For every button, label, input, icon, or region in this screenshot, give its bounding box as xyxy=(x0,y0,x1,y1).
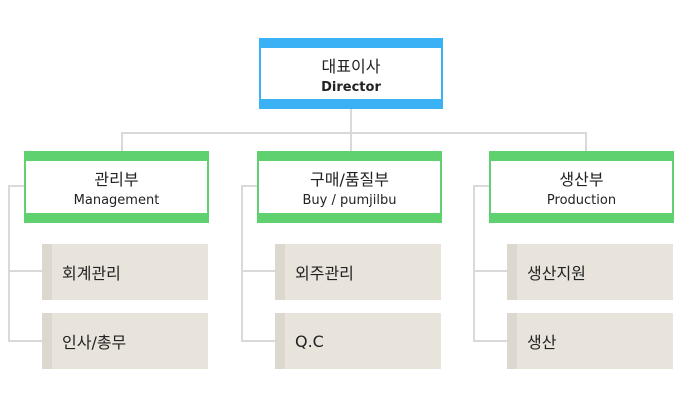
connector-dept-3-side xyxy=(473,185,490,187)
director-title-ko: 대표이사 xyxy=(321,56,381,76)
team-box-production-support: 생산지원 xyxy=(507,244,673,300)
team-box-hr-general-affairs: 인사/총무 xyxy=(42,313,208,369)
dept-box-management: 관리부 Management xyxy=(24,151,209,223)
director-box: 대표이사 Director xyxy=(259,38,443,109)
team-label: 외주관리 xyxy=(295,264,354,283)
connector-horizontal-bar xyxy=(121,132,587,134)
team-label: 인사/총무 xyxy=(62,333,127,352)
connector-team-1-2 xyxy=(8,340,42,342)
team-box-outsourcing: 외주관리 xyxy=(275,244,441,300)
connector-dept-2-spine xyxy=(241,185,243,341)
connector-team-2-1 xyxy=(241,270,275,272)
dept-box-production: 생산부 Production xyxy=(489,151,674,223)
dept-title-en: Management xyxy=(73,193,160,208)
team-box-qc: Q.C xyxy=(275,313,441,369)
dept-title-en: Buy / pumjilbu xyxy=(302,193,397,208)
connector-team-3-2 xyxy=(473,340,507,342)
team-label: 회계관리 xyxy=(62,264,121,283)
connector-dept-1-drop xyxy=(121,132,123,152)
team-label: 생산 xyxy=(527,333,557,352)
dept-box-purchasing-quality: 구매/품질부 Buy / pumjilbu xyxy=(257,151,442,223)
connector-dept-1-spine xyxy=(8,185,10,341)
team-box-accounting: 회계관리 xyxy=(42,244,208,300)
connector-director-trunk xyxy=(350,109,352,133)
connector-team-2-2 xyxy=(241,340,275,342)
connector-team-1-1 xyxy=(8,270,42,272)
connector-dept-1-side xyxy=(8,185,25,187)
connector-dept-2-drop xyxy=(350,132,352,152)
team-box-production: 생산 xyxy=(507,313,673,369)
team-label: Q.C xyxy=(295,331,324,351)
dept-title-en: Production xyxy=(546,193,617,208)
connector-dept-3-spine xyxy=(473,185,475,341)
dept-title-ko: 구매/품질부 xyxy=(310,170,389,189)
director-title-en: Director xyxy=(321,79,381,95)
connector-dept-3-drop xyxy=(585,132,587,152)
connector-team-3-1 xyxy=(473,270,507,272)
dept-title-ko: 생산부 xyxy=(559,170,604,189)
team-label: 생산지원 xyxy=(527,264,586,283)
dept-title-ko: 관리부 xyxy=(94,170,139,189)
connector-dept-2-side xyxy=(241,185,258,187)
